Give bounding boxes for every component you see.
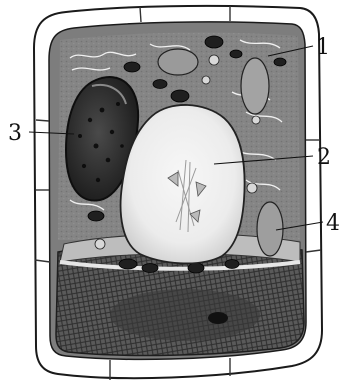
callout-4: 4	[326, 211, 340, 236]
callout-3: 3	[8, 121, 22, 146]
vacuole-spot	[208, 312, 228, 324]
plastid-top	[158, 49, 198, 75]
plastid-right	[241, 58, 269, 114]
callout-2: 2	[317, 145, 331, 170]
vacuole-shadow	[110, 289, 260, 341]
callout-1: 1	[316, 35, 330, 60]
